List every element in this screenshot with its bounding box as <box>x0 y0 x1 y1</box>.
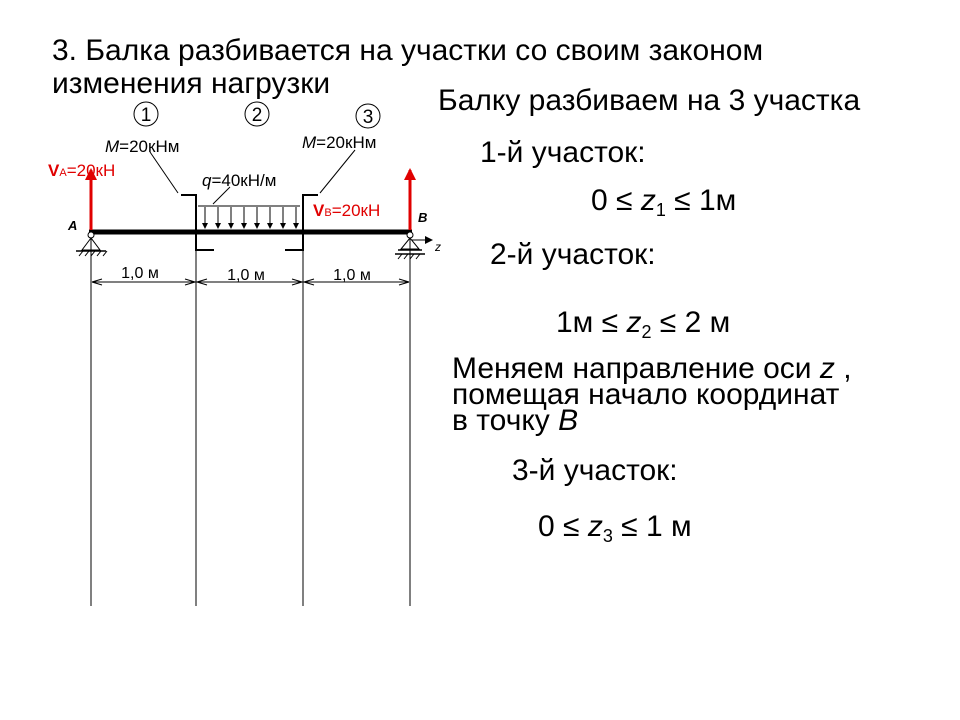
dim-tick <box>398 278 410 283</box>
moment-1-label: M=20кНм <box>105 137 179 156</box>
segment-circle-3 <box>355 103 381 129</box>
dim-tick <box>184 281 196 286</box>
hatch <box>409 253 415 260</box>
hatch <box>78 250 84 257</box>
extension-lines <box>90 232 411 606</box>
dim-tick <box>291 278 303 283</box>
section-1-range: 0 ≤ z1 ≤ 1м <box>591 184 737 220</box>
segment-number-1: 1 <box>141 105 152 126</box>
moment-1-symbol <box>181 194 214 251</box>
section-2-range: 1м ≤ z2 ≤ 2 м <box>556 306 731 342</box>
dim-tick <box>398 281 410 286</box>
section-3-range: 0 ≤ z3 ≤ 1 м <box>538 510 692 546</box>
dimension-label-3: 1,0 м <box>333 267 371 284</box>
section-3-label: 3-й участок: <box>512 454 678 487</box>
dimension-label-1: 1,0 м <box>121 265 159 282</box>
dim-tick <box>184 278 196 283</box>
reaction-a-label: VА=20кН <box>48 161 115 180</box>
dimension-label-2: 1,0 м <box>227 267 265 284</box>
distributed-load <box>198 205 300 229</box>
hinge-b <box>406 231 414 239</box>
moment-2-bracket <box>285 194 318 251</box>
support-b-label: B <box>418 210 427 225</box>
hatch <box>90 250 96 257</box>
moment-1-bracket <box>181 194 214 251</box>
support-a <box>76 231 108 257</box>
dim-tick <box>91 281 103 286</box>
slide-title: 3. Балка разбивается на участки со своим… <box>52 34 952 100</box>
leader-load <box>212 186 231 205</box>
leader-moment-1 <box>149 151 179 194</box>
support-b <box>395 231 425 260</box>
segment-circle-2 <box>244 101 270 127</box>
hatch <box>84 250 90 257</box>
section-1-label: 1-й участок: <box>480 136 646 169</box>
dim-tick <box>91 278 103 283</box>
reaction-b-label: VВ=20кН <box>313 201 380 220</box>
dim-tick <box>303 278 315 283</box>
moment-2-label: M=20кНм <box>302 133 376 152</box>
dim-tick <box>196 281 208 286</box>
split-heading: Балку разбиваем на 3 участка <box>438 84 861 117</box>
title-line-2: изменения нагрузки <box>52 67 331 100</box>
support-a-label: A <box>67 218 77 233</box>
title-line-1: 3. Балка разбивается на участки со своим… <box>52 34 764 67</box>
hatch <box>96 250 102 257</box>
segment-number-2: 2 <box>252 105 263 126</box>
segment-circle-1 <box>133 101 159 127</box>
dim-tick <box>303 281 315 286</box>
leader-moment-2 <box>319 149 356 194</box>
support-a-triangle <box>81 237 101 251</box>
hatch <box>397 253 403 260</box>
moment-2-symbol <box>285 194 318 251</box>
segment-number-3: 3 <box>363 107 374 128</box>
hatch <box>102 250 108 257</box>
load-label: q=40кН/м <box>202 171 276 190</box>
support-b-triangle <box>399 237 421 250</box>
hatch <box>415 253 421 260</box>
segment-markers <box>133 101 381 129</box>
dim-tick <box>196 278 208 283</box>
section-2-label: 2-й участок: <box>490 238 656 271</box>
dimension-line <box>91 278 410 286</box>
dim-tick <box>291 281 303 286</box>
axis-change-note: Меняем направление оси z , помещая начал… <box>452 352 852 437</box>
leaders <box>149 149 356 205</box>
z-axis-label: z <box>434 240 441 254</box>
hatch <box>403 253 409 260</box>
hinge-a <box>87 231 95 239</box>
